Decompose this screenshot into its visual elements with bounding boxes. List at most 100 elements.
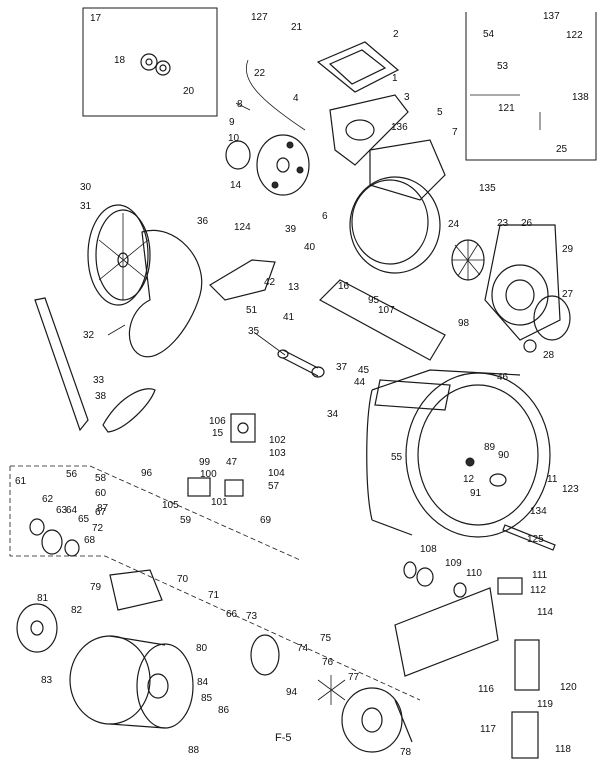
callout: 85: [201, 693, 213, 704]
callout: 68: [84, 535, 96, 546]
callout: 72: [92, 523, 104, 534]
callout: 45: [358, 365, 370, 376]
callout: 137: [543, 11, 560, 22]
callout: 96: [141, 468, 153, 479]
callout: 67: [95, 507, 107, 518]
callout: 117: [480, 724, 496, 735]
callout: 123: [562, 484, 579, 495]
callout: 134: [530, 506, 547, 517]
part-gasket-ring: [523, 295, 571, 353]
callout: 5: [437, 107, 443, 118]
callout-labels: 1 2 3 4 5 6 7 8 9 10 11 12 13 14 15 16 1…: [15, 11, 589, 758]
callout: 7: [452, 127, 458, 138]
callout: 37: [336, 362, 348, 373]
callout: 39: [285, 224, 297, 235]
callout: 30: [80, 182, 92, 193]
callout: 27: [562, 289, 574, 300]
callout: 136: [391, 122, 408, 133]
callout: 6: [322, 211, 328, 222]
callout: 64: [66, 505, 78, 516]
part-idler-pulley: [29, 518, 80, 557]
callout: 127: [251, 12, 268, 23]
callout: 79: [90, 582, 102, 593]
part-drum-wheel: [87, 204, 151, 306]
callout: 89: [484, 442, 496, 453]
callout: 38: [95, 391, 107, 402]
callout: 18: [114, 55, 126, 66]
callout: 138: [572, 92, 589, 103]
leader-lines: [107, 59, 541, 356]
callout: 103: [269, 448, 286, 459]
callout: 56: [66, 469, 78, 480]
callout: 34: [327, 409, 339, 420]
callout: 23: [497, 218, 509, 229]
callout: 25: [556, 144, 568, 155]
callout: 111: [532, 570, 548, 581]
callout: 104: [268, 468, 285, 479]
callout: 63: [56, 505, 68, 516]
callout: 106: [209, 416, 226, 427]
callout: 107: [378, 305, 395, 316]
figure-label: F-5: [275, 732, 292, 744]
callout: 15: [212, 428, 224, 439]
callout: 24: [448, 219, 460, 230]
callout: 20: [183, 86, 195, 97]
part-heater-element: [319, 279, 446, 361]
callout: 105: [162, 500, 179, 511]
part-roller-set: [403, 561, 467, 598]
callout: 135: [479, 183, 496, 194]
callout: 99: [199, 457, 211, 468]
callout: 112: [530, 585, 546, 596]
callout: 75: [320, 633, 332, 644]
callout: 26: [521, 218, 533, 229]
callout: 60: [95, 488, 107, 499]
callout: 102: [269, 435, 286, 446]
callout: 81: [37, 593, 49, 604]
callout: 88: [188, 745, 200, 756]
callout: 47: [226, 457, 238, 468]
callout: 2: [393, 29, 399, 40]
callout: 35: [248, 326, 260, 337]
part-dryer-drum: [366, 369, 551, 538]
callout: 51: [246, 305, 258, 316]
callout: 84: [197, 677, 209, 688]
callout: 91: [470, 488, 482, 499]
callout: 14: [230, 180, 242, 191]
part-blower-back-housing: [484, 224, 561, 341]
callout: 17: [90, 13, 102, 24]
part-mount-bracket: [209, 259, 276, 301]
part-motor-mount: [16, 603, 58, 653]
callout: 122: [566, 30, 583, 41]
callout: 86: [218, 705, 230, 716]
callout: 80: [196, 643, 208, 654]
callout: 66: [226, 609, 238, 620]
callout: 70: [177, 574, 189, 585]
part-drive-shaft: [277, 349, 325, 378]
callout: 100: [200, 469, 217, 480]
callout: 116: [478, 684, 494, 695]
part-cover-plate: [316, 41, 400, 93]
part-lint-housing: [374, 379, 451, 411]
part-front-panel: [369, 139, 446, 201]
callout: 114: [537, 607, 553, 618]
callout: 32: [83, 330, 95, 341]
part-long-belt: [34, 297, 89, 432]
callout: 28: [543, 350, 555, 361]
callout: 29: [562, 244, 574, 255]
callout: 120: [560, 682, 577, 693]
callout: 22: [254, 68, 266, 79]
callout: 55: [391, 452, 403, 463]
callout: 11: [547, 474, 558, 485]
part-timer: [230, 413, 256, 443]
callout: 124: [234, 222, 251, 233]
part-blower-housing-top: [329, 94, 409, 166]
callout: 77: [348, 672, 360, 683]
inset-box-control-group: [9, 465, 421, 701]
callout: 87: [97, 503, 109, 514]
callout: 4: [293, 93, 299, 104]
callout: 46: [497, 372, 509, 383]
callout: 33: [93, 375, 105, 386]
callout: 40: [304, 242, 316, 253]
part-motor: [69, 635, 194, 729]
